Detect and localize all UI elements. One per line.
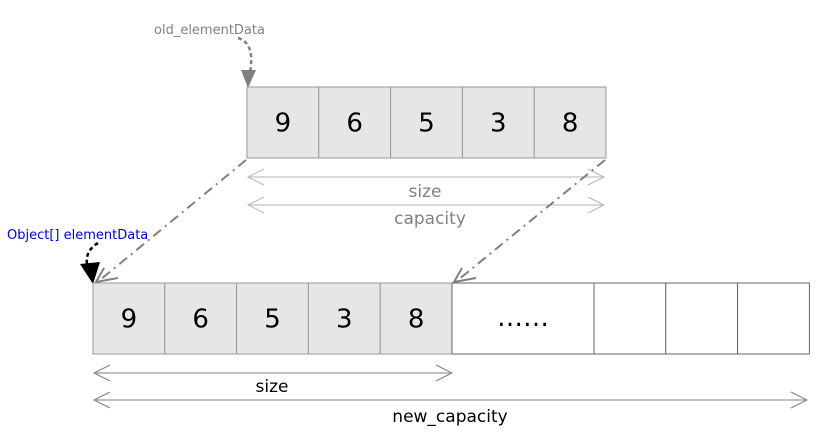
new-cell <box>307 282 381 355</box>
new-pointer-arrowhead <box>80 262 100 284</box>
new-size-label: size <box>256 377 289 397</box>
old-cell <box>390 86 463 159</box>
old-cell-value: 9 <box>275 109 292 139</box>
copy-arrow-right <box>457 159 606 281</box>
ellipsis-slot <box>451 282 595 355</box>
new-cell-value: 8 <box>408 305 425 335</box>
ellipsis-text: …… <box>497 303 549 333</box>
old-capacity-dimension <box>246 196 606 214</box>
new-cell-value: 3 <box>336 305 353 335</box>
old-size-label: size <box>409 182 442 202</box>
element-data-label: Object[] elementData <box>7 228 148 243</box>
old-pointer-arrowhead <box>241 70 256 88</box>
new-cell-value: 9 <box>121 305 138 335</box>
new-capacity-label: new_capacity <box>392 407 507 427</box>
old-cell <box>246 86 320 159</box>
new-cell-value: 6 <box>192 305 209 335</box>
old-cell <box>461 86 535 159</box>
old-cell-value: 6 <box>346 109 363 139</box>
old-size-dimension <box>246 168 606 186</box>
empty-slot <box>665 282 739 355</box>
new-cell <box>164 282 238 355</box>
new-cell <box>236 282 309 355</box>
old-cell-value: 8 <box>562 109 579 139</box>
new-cell <box>379 282 453 355</box>
copy-arrow-right-head <box>452 267 477 284</box>
old-capacity-label: capacity <box>394 209 466 229</box>
old-array: 9 6 5 3 8 <box>246 86 607 159</box>
old-cell-value: 5 <box>418 109 435 139</box>
new-cell-value: 5 <box>264 305 281 335</box>
old-cell-value: 3 <box>490 109 507 139</box>
empty-slot <box>593 282 667 355</box>
new-capacity-dimension <box>92 391 809 409</box>
copy-arrow-left <box>99 159 247 281</box>
empty-slot <box>737 282 810 355</box>
old-cell <box>533 86 607 159</box>
new-size-dimension <box>92 364 454 382</box>
copy-arrow-left-head <box>94 267 119 284</box>
new-array: 9 6 5 3 8 <box>92 282 810 355</box>
new-cell <box>92 282 166 355</box>
old-element-data-label: old_elementData <box>154 23 265 38</box>
old-cell <box>318 86 392 159</box>
